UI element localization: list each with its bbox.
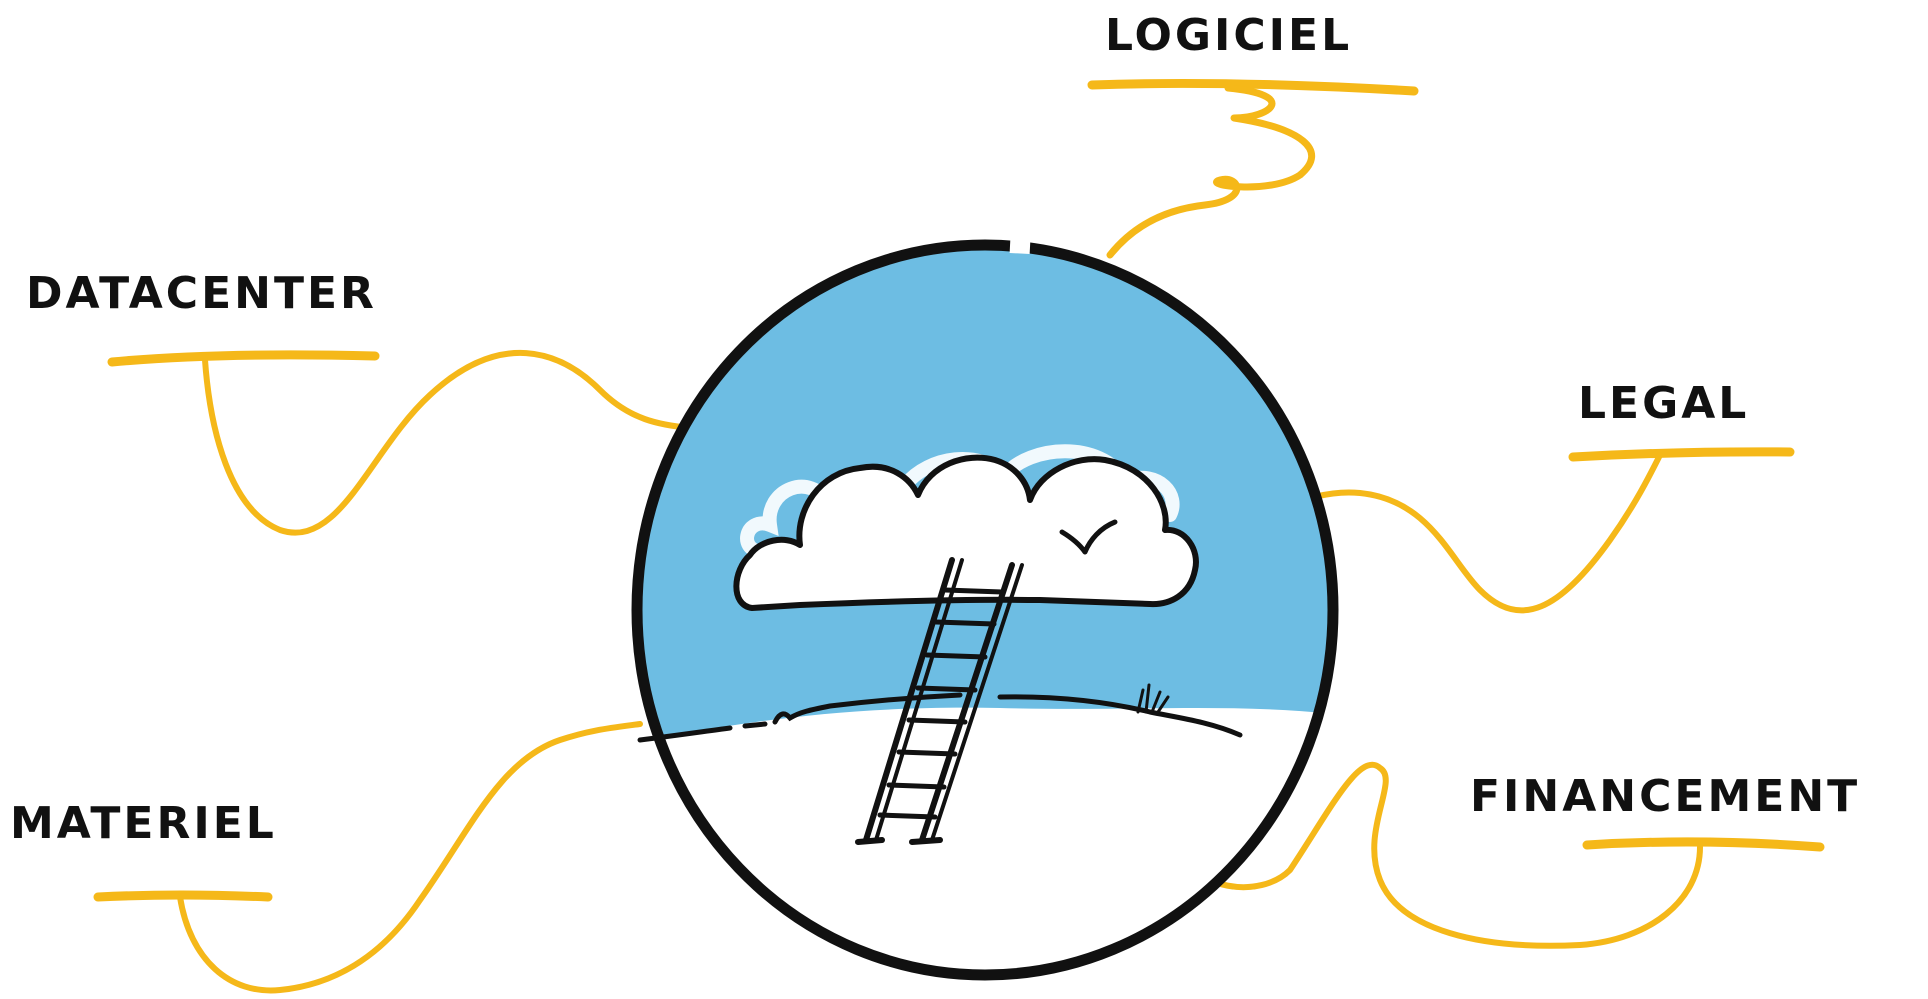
logiciel-connector (1110, 88, 1312, 255)
legal-underline (1573, 452, 1790, 457)
materiel-connector (180, 724, 640, 990)
node-label-datacenter: DATACENTER (26, 272, 377, 316)
node-label-legal: LEGAL (1578, 382, 1749, 426)
datacenter-underline (112, 355, 375, 362)
node-label-materiel: MATERIEL (10, 802, 277, 846)
node-label-logiciel: LOGICIEL (1105, 14, 1352, 58)
node-label-financement: FINANCEMENT (1470, 775, 1860, 819)
center-illustration (600, 245, 1380, 975)
materiel-underline (98, 895, 268, 897)
datacenter-connector (205, 353, 690, 533)
financement-underline (1587, 842, 1820, 847)
legal-connector (1285, 455, 1660, 610)
